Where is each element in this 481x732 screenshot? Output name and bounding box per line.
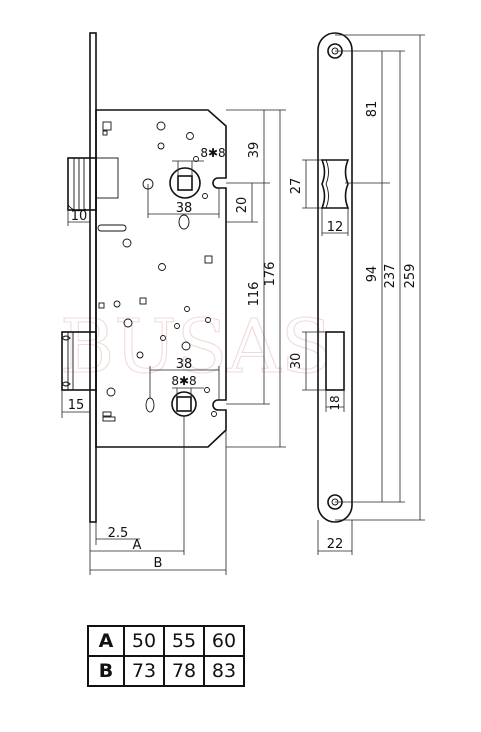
table-cell: 73 bbox=[123, 655, 165, 687]
lower-follower bbox=[171, 391, 197, 417]
table-cell: 50 bbox=[123, 625, 165, 657]
table-cell: 83 bbox=[203, 655, 245, 687]
dim-38-lower-label: 38 bbox=[176, 357, 193, 372]
dim-259-label: 259 bbox=[403, 264, 418, 289]
dim-15-label: 15 bbox=[68, 398, 85, 413]
faceplate-bar bbox=[89, 32, 97, 523]
case-features bbox=[98, 121, 217, 422]
case-slot bbox=[97, 224, 127, 232]
dim-10-label: 10 bbox=[71, 209, 88, 224]
upper-follower bbox=[169, 167, 201, 199]
dim-237-label: 237 bbox=[383, 264, 398, 289]
dim-39-label: 39 bbox=[247, 142, 262, 159]
lock-body bbox=[61, 32, 227, 523]
dim-2-5-label: 2.5 bbox=[108, 526, 129, 541]
lower-follower-ring bbox=[171, 391, 197, 417]
faceplate-outline bbox=[317, 32, 353, 523]
dim-81-label: 81 bbox=[365, 101, 380, 118]
deadbolt-body bbox=[61, 331, 97, 391]
latch-bolt bbox=[67, 157, 119, 212]
deadbolt bbox=[61, 331, 97, 391]
dim-176-label: 176 bbox=[263, 262, 278, 287]
dim-116-label: 116 bbox=[247, 282, 262, 307]
table-cell: 78 bbox=[163, 655, 205, 687]
upper-square-label: 8✱8 bbox=[200, 146, 225, 160]
dim-a-label: A bbox=[133, 538, 142, 553]
faceplate-dimensions: 81 94 237 259 27 12 30 18 22 bbox=[289, 34, 425, 555]
dim-b-label: B bbox=[154, 556, 163, 571]
body-dimensions: 39 20 116 176 8✱8 38 38 8✱8 10 bbox=[61, 109, 286, 575]
table-cell: 60 bbox=[203, 625, 245, 657]
deadbolt-opening bbox=[325, 331, 345, 391]
dim-27-label: 27 bbox=[289, 178, 304, 195]
dim-30-label: 30 bbox=[289, 353, 304, 370]
table-row-label: B bbox=[87, 655, 125, 687]
dim-18-label: 18 bbox=[328, 395, 342, 410]
table-row-a: A 50 55 60 bbox=[87, 625, 245, 657]
lower-square-label: 8✱8 bbox=[171, 374, 196, 388]
dim-12-label: 12 bbox=[327, 220, 344, 235]
dim-38-upper-label: 38 bbox=[176, 201, 193, 216]
table-row-b: B 73 78 83 bbox=[87, 655, 245, 687]
case-outline bbox=[95, 109, 227, 448]
latch-bolt-housing bbox=[95, 157, 119, 199]
lower-spindle-square bbox=[176, 396, 192, 412]
size-table: A 50 55 60 B 73 78 83 bbox=[87, 625, 245, 687]
watermark-text: BUSAS bbox=[60, 304, 332, 390]
table-cell: 55 bbox=[163, 625, 205, 657]
dim-94-label: 94 bbox=[365, 266, 380, 283]
upper-follower-ring bbox=[169, 167, 201, 199]
dim-22-label: 22 bbox=[327, 537, 344, 552]
dim-20-label: 20 bbox=[235, 197, 250, 214]
upper-spindle-square bbox=[177, 175, 193, 191]
latch-bolt-body bbox=[67, 157, 97, 211]
faceplate-front bbox=[317, 32, 353, 523]
table-row-label: A bbox=[87, 625, 125, 657]
